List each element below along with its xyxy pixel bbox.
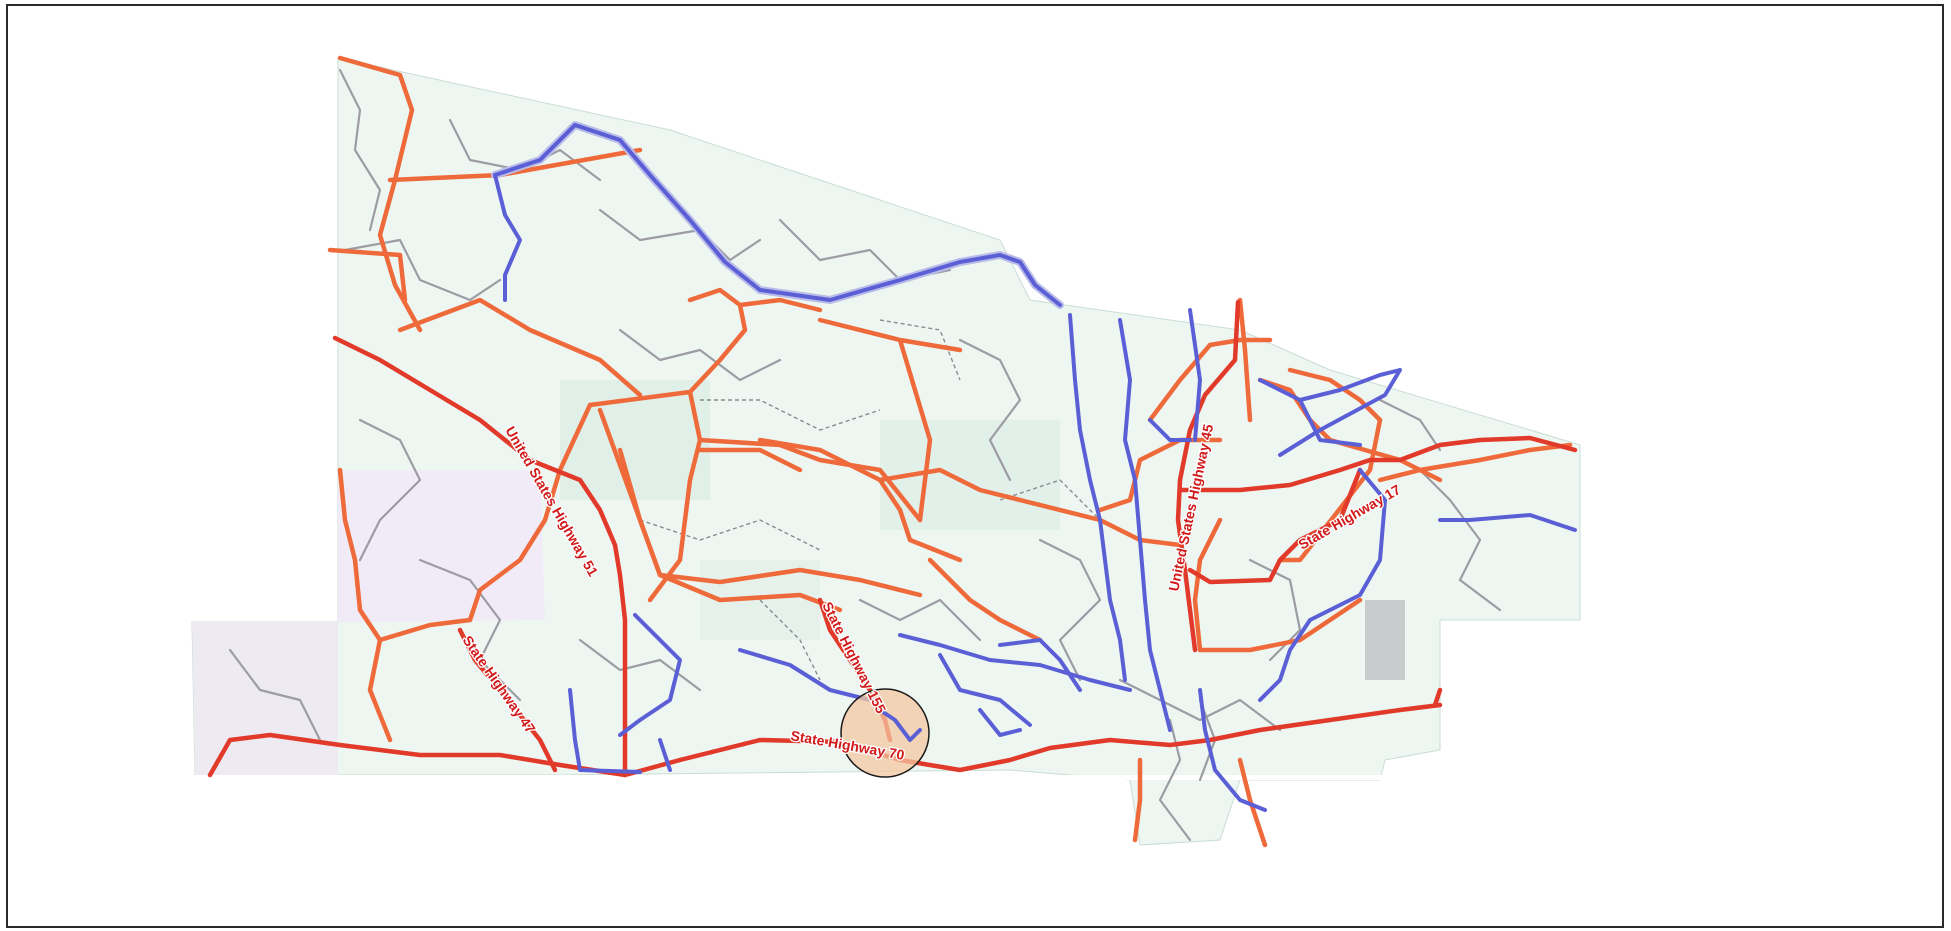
- blue-route: [998, 638, 1082, 692]
- land-white-south: [195, 775, 1540, 780]
- us-highway-45: [1175, 299, 1241, 653]
- blue-route: [618, 613, 682, 737]
- blue-route: [1068, 313, 1127, 682]
- local-road: [358, 418, 422, 562]
- secondary-highway: [1237, 297, 1253, 423]
- blue-route: [738, 648, 872, 702]
- secondary-highway: [1017, 497, 1183, 548]
- blue-route: [1258, 368, 1402, 457]
- blue-route: [898, 633, 1132, 692]
- blue-route: [1198, 688, 1267, 812]
- land-lavender-sw: [192, 622, 338, 775]
- blue-route-in-circle: [878, 708, 922, 742]
- blue-route: [493, 173, 522, 302]
- minor-road: [639, 519, 821, 551]
- secondary-highway: [1197, 597, 1363, 653]
- local-road: [618, 328, 782, 382]
- secondary-highway: [1132, 757, 1143, 843]
- secondary-highway: [737, 297, 823, 313]
- secondary-highway: [687, 287, 748, 395]
- state-highway-17: [1177, 435, 1578, 493]
- secondary-highway: [927, 557, 1043, 643]
- secondary-highway: [397, 297, 643, 398]
- local-road: [578, 638, 702, 692]
- minor-road: [999, 479, 1101, 521]
- local-road: [1038, 538, 1102, 682]
- blue-route: [1258, 468, 1387, 702]
- highway-east-spur: [1432, 687, 1443, 708]
- local-road: [228, 648, 322, 742]
- secondary-highway: [877, 467, 1023, 503]
- blue-route: [1298, 398, 1362, 447]
- secondary-highway: [1147, 337, 1273, 423]
- secondary-highway: [697, 437, 923, 523]
- blue-route: [978, 708, 1022, 737]
- wetland-patch: [1365, 600, 1405, 680]
- local-road: [1418, 468, 1502, 612]
- local-road: [1118, 678, 1282, 732]
- local-road: [858, 598, 982, 642]
- blue-route: [1118, 318, 1162, 692]
- local-road: [1158, 718, 1192, 842]
- secondary-highway: [327, 247, 408, 303]
- minor-road: [700, 399, 881, 431]
- blue-route: [1148, 418, 1192, 442]
- blue-route: [1158, 688, 1172, 732]
- local-road: [958, 338, 1022, 482]
- blue-routes: [491, 121, 1577, 812]
- secondary-highway: [587, 389, 703, 603]
- secondary-highway: [1377, 442, 1573, 483]
- highlight-circle[interactable]: [840, 688, 930, 778]
- secondary-highway: [897, 337, 933, 523]
- secondary-highway: [657, 567, 923, 598]
- local-road: [1378, 398, 1442, 452]
- blue-route: [1188, 308, 1202, 442]
- secondary-highway: [337, 467, 473, 643]
- secondary-highways: [327, 55, 1573, 848]
- secondary-highway: [757, 437, 963, 563]
- state-highway-47: [457, 627, 558, 773]
- minor-road: [759, 599, 821, 681]
- blue-route: [493, 123, 1062, 307]
- state-highway-17-south: [1187, 467, 1363, 585]
- secondary-highway: [1277, 417, 1383, 563]
- local-road: [338, 68, 382, 232]
- blue-route: [568, 688, 642, 774]
- land-lavender-west: [338, 470, 545, 622]
- secondary-highway: [697, 447, 803, 473]
- secondary-highway: [467, 402, 593, 623]
- secondary-highway: [367, 637, 393, 743]
- blue-route: [938, 653, 1032, 727]
- secondary-highway: [1192, 517, 1223, 653]
- blue-route: [1438, 513, 1577, 532]
- secondary-highway: [617, 447, 663, 578]
- us-highway-51: [332, 335, 628, 778]
- local-road: [418, 558, 522, 702]
- blue-route: [658, 738, 672, 772]
- secondary-highway: [1237, 757, 1268, 848]
